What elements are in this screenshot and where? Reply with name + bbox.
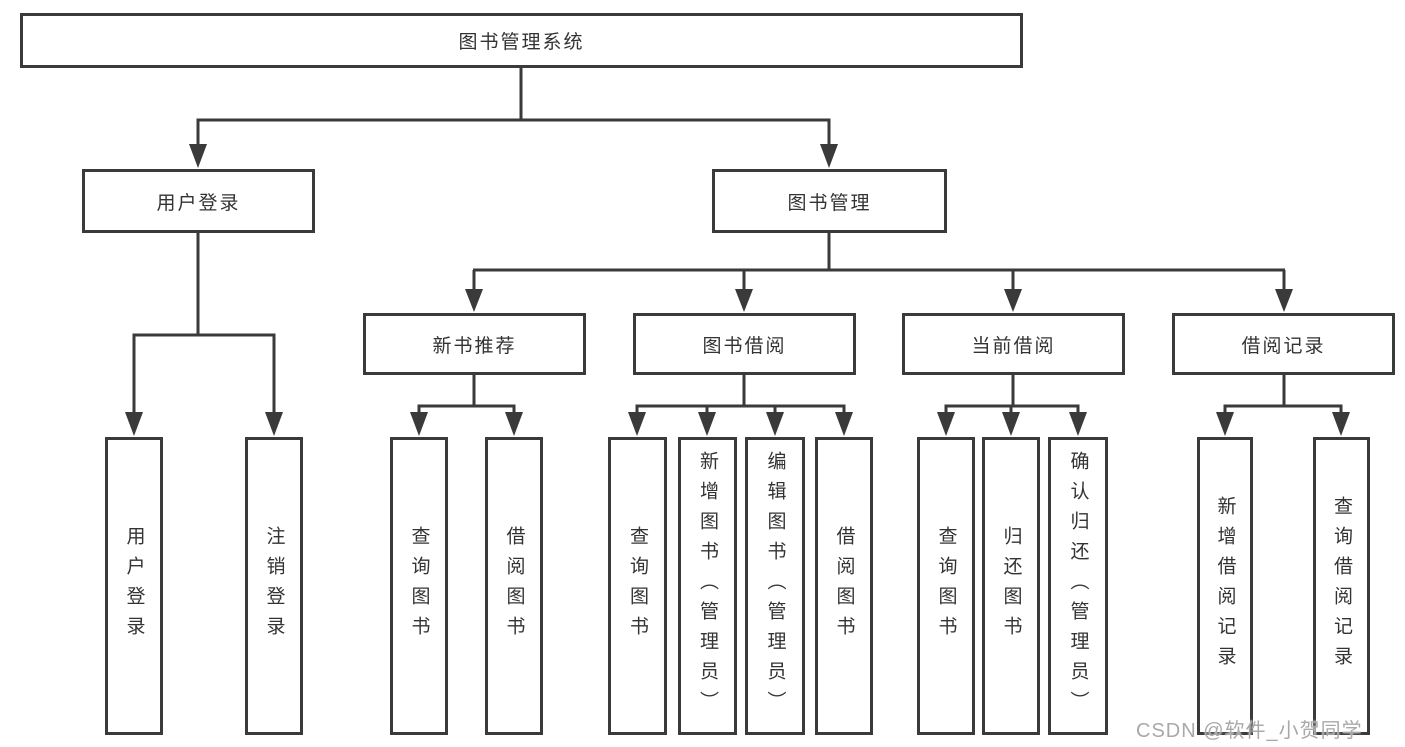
- leaf-label: 归还图书: [1000, 526, 1022, 646]
- leaf-label: 确认归还（管理员）: [1067, 451, 1089, 721]
- node-book-management: 图书管理: [712, 169, 947, 233]
- node-borrow-record: 借阅记录: [1172, 313, 1395, 375]
- leaf-query-books-2: 查询图书: [608, 437, 667, 735]
- leaf-label: 查询图书: [627, 526, 648, 646]
- leaf-label: 编辑图书（管理员）: [764, 451, 786, 721]
- csdn-watermark: CSDN @软件_小贺同学: [1136, 720, 1363, 742]
- leaf-label: 注销登录: [263, 526, 285, 646]
- arrow-down-icon: [125, 412, 143, 436]
- leaf-add-books-admin: 新增图书（管理员）: [678, 437, 737, 735]
- leaf-query-borrow-record: 查询借阅记录: [1313, 437, 1370, 735]
- leaf-label: 查询借阅记录: [1331, 496, 1352, 676]
- arrow-down-icon: [505, 412, 523, 436]
- leaf-label: 新增借阅记录: [1214, 496, 1236, 676]
- arrow-down-icon: [698, 412, 716, 436]
- leaf-query-books-3: 查询图书: [917, 437, 975, 735]
- leaf-label: 借阅图书: [833, 526, 855, 646]
- arrow-down-icon: [766, 412, 784, 436]
- node-root-title: 图书管理系统: [20, 13, 1023, 68]
- node-current-borrow: 当前借阅: [902, 313, 1125, 375]
- leaf-label: 借阅图书: [503, 526, 525, 646]
- arrow-down-icon: [1216, 412, 1234, 436]
- arrow-down-icon: [1069, 412, 1087, 436]
- leaf-label: 用户登录: [123, 526, 145, 646]
- leaf-label: 查询图书: [935, 526, 957, 646]
- leaf-query-books-1: 查询图书: [390, 437, 448, 735]
- arrow-down-icon: [937, 412, 955, 436]
- arrow-down-icon: [735, 289, 753, 312]
- leaf-logout: 注销登录: [245, 437, 303, 735]
- leaf-label: 新增图书（管理员）: [697, 451, 718, 721]
- leaf-edit-books-admin: 编辑图书（管理员）: [745, 437, 805, 735]
- leaf-borrow-books-1: 借阅图书: [485, 437, 543, 735]
- arrow-down-icon: [265, 412, 283, 436]
- node-book-borrow: 图书借阅: [633, 313, 856, 375]
- node-new-book-recommend: 新书推荐: [363, 313, 586, 375]
- arrow-down-icon: [1275, 289, 1293, 312]
- node-user-login: 用户登录: [82, 169, 315, 233]
- leaf-return-books: 归还图书: [982, 437, 1040, 735]
- arrow-down-icon: [410, 412, 428, 436]
- arrow-down-icon: [189, 144, 207, 168]
- leaf-user-login: 用户登录: [105, 437, 163, 735]
- arrowhead-group: [125, 144, 1350, 436]
- arrow-down-icon: [1004, 289, 1022, 312]
- arrow-down-icon: [465, 289, 483, 312]
- arrow-down-icon: [628, 412, 646, 436]
- arrow-down-icon: [1332, 412, 1350, 436]
- leaf-add-borrow-record: 新增借阅记录: [1197, 437, 1253, 735]
- leaf-borrow-books-2: 借阅图书: [815, 437, 873, 735]
- arrow-down-icon: [1002, 412, 1020, 436]
- arrow-down-icon: [820, 144, 838, 168]
- leaf-label: 查询图书: [408, 526, 430, 646]
- arrow-down-icon: [835, 412, 853, 436]
- leaf-confirm-return-admin: 确认归还（管理员）: [1048, 437, 1108, 735]
